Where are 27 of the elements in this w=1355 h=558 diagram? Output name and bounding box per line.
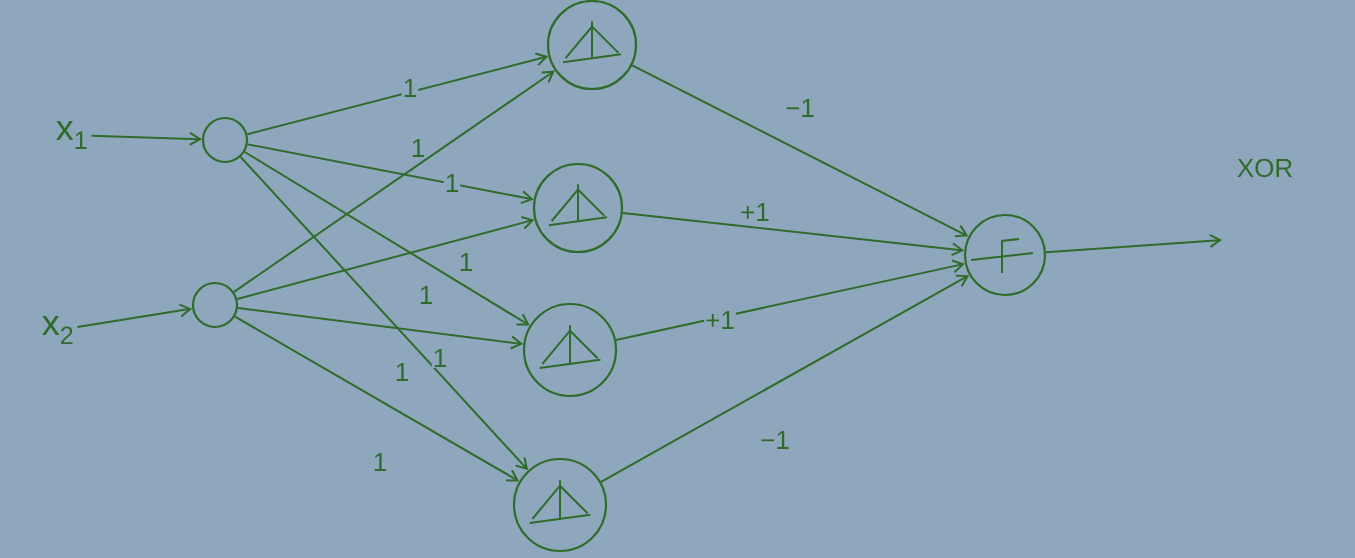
- input-label: x$_{2}$: [42, 316, 73, 344]
- arrow: [600, 274, 970, 483]
- arrow: [246, 52, 549, 136]
- arrow: [90, 131, 202, 146]
- neuron-circle: [512, 457, 608, 553]
- arrow: [233, 70, 555, 293]
- arrow: [631, 64, 969, 238]
- edge-label: +1: [739, 202, 771, 222]
- arrow: [243, 151, 530, 326]
- arrow: [246, 143, 534, 205]
- arrow: [236, 215, 535, 301]
- edge-label: +1: [704, 310, 736, 330]
- input-label: x$_{1}$: [56, 121, 87, 149]
- arrow: [239, 156, 529, 471]
- neuron-circle: [201, 116, 249, 164]
- arrow: [1045, 233, 1222, 254]
- arrow: [76, 303, 193, 328]
- edge-label: −1: [784, 98, 816, 118]
- arrow: [615, 259, 965, 341]
- neuron-circle: [532, 162, 624, 254]
- arrow: [621, 211, 965, 257]
- edge-label: −1: [759, 430, 791, 450]
- neuron-circle: [963, 213, 1047, 297]
- neuron-circle: [522, 302, 618, 398]
- neuron-circle: [191, 281, 239, 329]
- arrow: [234, 315, 520, 482]
- arrow: [236, 306, 524, 350]
